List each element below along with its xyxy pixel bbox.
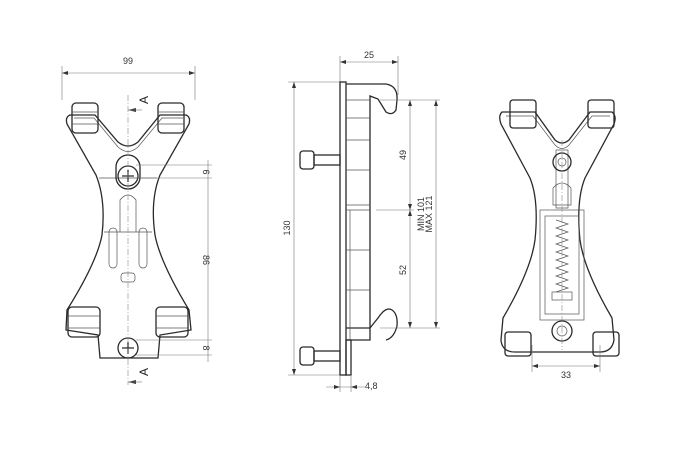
dim-screw-offset-6: 6	[201, 169, 211, 174]
dim-plate-thickness: 4,8	[365, 381, 378, 391]
dim-depth-25: 25	[364, 50, 374, 60]
dim-bottom-offset-8: 8	[201, 345, 211, 350]
dim-height-130: 130	[282, 220, 292, 235]
section-label-bottom: A	[137, 368, 151, 376]
dim-range-max: MAX 121	[424, 195, 434, 232]
dim-upper-49: 49	[398, 150, 408, 160]
dim-range-min: MIN 101	[416, 197, 426, 231]
dim-hole-spacing-86: 86	[201, 255, 211, 265]
dim-lower-52: 52	[398, 265, 408, 275]
dim-width-33: 33	[561, 370, 571, 380]
back-view: 33	[499, 99, 620, 380]
bolt-icon	[299, 150, 341, 170]
front-view: 99 A	[61, 56, 212, 385]
dim-width-99: 99	[123, 56, 133, 66]
bolt-icon	[299, 346, 341, 366]
side-view: 25 130	[282, 50, 440, 392]
section-label-top: A	[137, 96, 151, 104]
